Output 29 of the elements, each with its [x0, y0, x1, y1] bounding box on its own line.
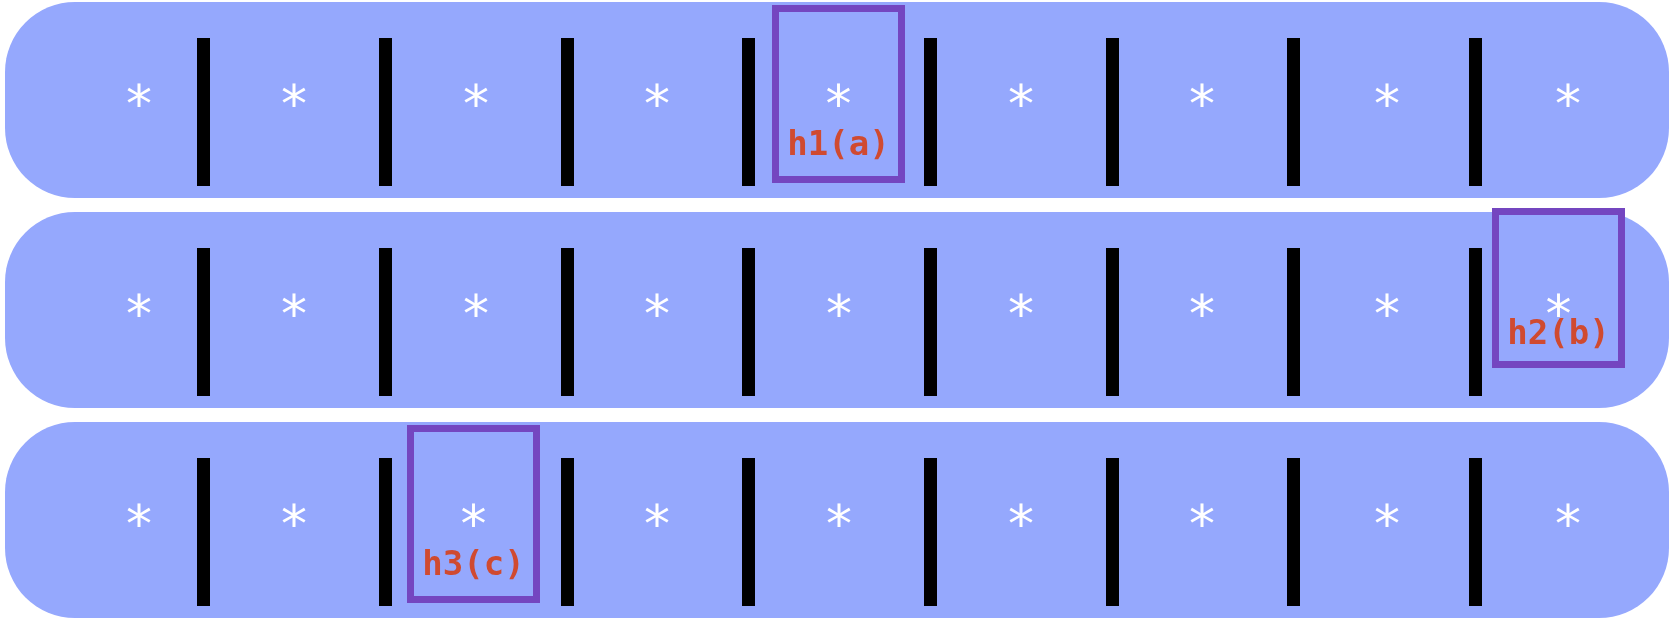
asterisk: * — [643, 288, 671, 340]
asterisk: * — [280, 78, 308, 130]
asterisk: * — [1007, 288, 1035, 340]
asterisk: * — [1554, 78, 1582, 130]
asterisk: * — [1554, 498, 1582, 550]
rounded-band — [5, 2, 1669, 198]
asterisk: * — [1373, 78, 1401, 130]
asterisk: * — [1188, 78, 1216, 130]
asterisk: * — [1373, 288, 1401, 340]
asterisk: * — [280, 498, 308, 550]
asterisk: * — [1007, 498, 1035, 550]
asterisk: * — [1373, 498, 1401, 550]
asterisk: * — [125, 498, 153, 550]
asterisk: * — [462, 288, 490, 340]
asterisk: * — [643, 78, 671, 130]
highlight-box — [1492, 208, 1625, 368]
asterisk: * — [125, 78, 153, 130]
asterisk: * — [462, 78, 490, 130]
asterisk: * — [825, 498, 853, 550]
asterisk: * — [1007, 78, 1035, 130]
asterisk: * — [280, 288, 308, 340]
asterisk: * — [125, 288, 153, 340]
asterisk: * — [825, 288, 853, 340]
asterisk: * — [1188, 498, 1216, 550]
asterisk: * — [1188, 288, 1216, 340]
asterisk: * — [643, 498, 671, 550]
rounded-band — [5, 422, 1669, 618]
highlight-box — [772, 5, 905, 183]
highlight-box — [407, 425, 540, 603]
